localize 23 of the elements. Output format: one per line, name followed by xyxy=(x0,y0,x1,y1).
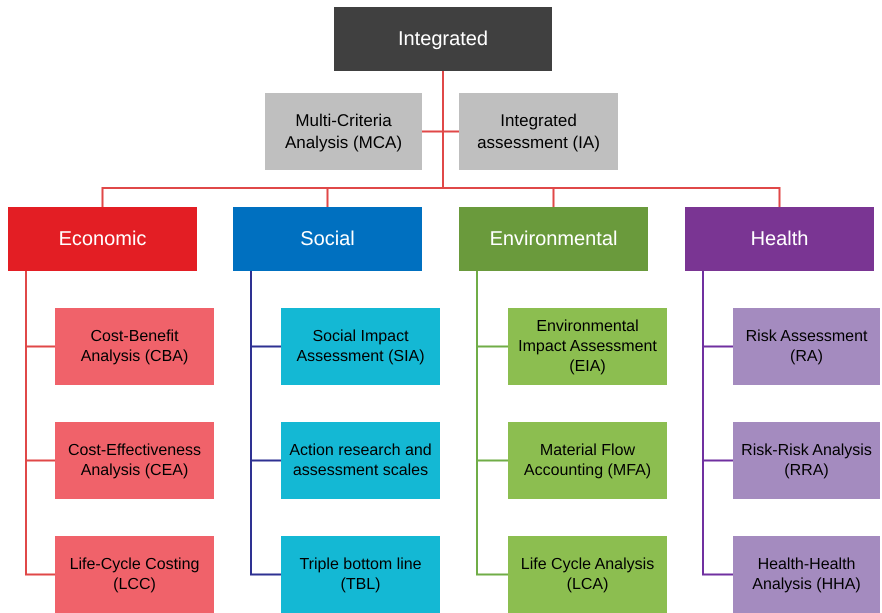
method-box: Life-Cycle Costing (LCC) xyxy=(55,536,214,613)
category-box: Health xyxy=(685,207,874,271)
category-box: Social xyxy=(233,207,422,271)
method-box: Risk Assessment (RA) xyxy=(733,308,880,385)
connector-line xyxy=(25,271,55,576)
method-box: Environmental Impact Assessment (EIA) xyxy=(508,308,667,385)
method-box: Risk-Risk Analysis (RRA) xyxy=(733,422,880,499)
method-box: Integrated assessment (IA) xyxy=(459,93,618,170)
method-box: Life Cycle Analysis (LCA) xyxy=(508,536,667,613)
connector-line xyxy=(476,271,508,576)
method-box: Health-Health Analysis (HHA) xyxy=(733,536,880,613)
method-box: Action research and assessment scales xyxy=(281,422,440,499)
connector-line xyxy=(702,271,733,576)
category-box: Environmental xyxy=(459,207,648,271)
method-box: Cost-Effectiveness Analysis (CEA) xyxy=(55,422,214,499)
root-box: Integrated xyxy=(334,7,552,71)
method-box: Material Flow Accounting (MFA) xyxy=(508,422,667,499)
category-box: Economic xyxy=(8,207,197,271)
method-box: Cost-Benefit Analysis (CBA) xyxy=(55,308,214,385)
connector-line xyxy=(250,271,281,576)
method-box: Multi-Criteria Analysis (MCA) xyxy=(265,93,422,170)
method-box: Triple bottom line (TBL) xyxy=(281,536,440,613)
method-box: Social Impact Assessment (SIA) xyxy=(281,308,440,385)
